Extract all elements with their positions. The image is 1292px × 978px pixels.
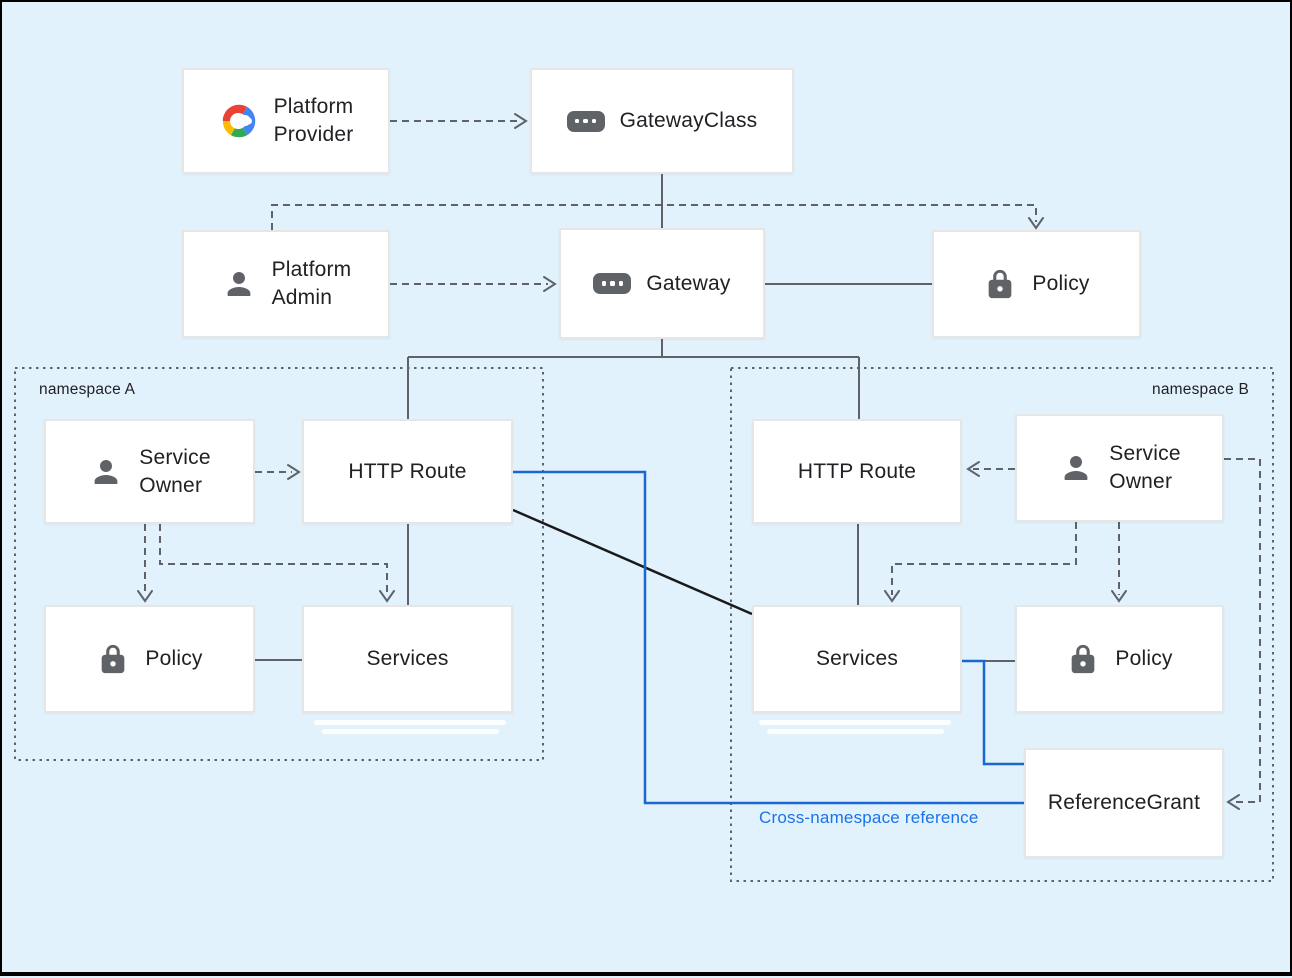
namespace-b-label: namespace B — [1152, 381, 1249, 398]
node-service-owner-b: Service Owner — [1015, 414, 1224, 522]
arrowhead-gateway — [543, 276, 557, 292]
services-b-stack-bar — [759, 720, 951, 725]
link-httproute-a-services-b — [512, 508, 753, 616]
arrowhead-policy-top — [1028, 217, 1044, 230]
node-policy-b: Policy — [1015, 605, 1224, 713]
arrowhead-policy-a — [137, 590, 153, 603]
namespace-a-label: namespace A — [39, 381, 136, 398]
node-label: Services — [815, 647, 899, 671]
node-label: Service Owner — [1109, 442, 1181, 493]
arrowhead-services-b — [884, 590, 900, 603]
services-a-stack-bar — [314, 720, 506, 725]
resource-icon — [593, 273, 632, 294]
dashed-admin-policy — [271, 204, 1037, 230]
arrowhead-httproute-a — [287, 464, 301, 480]
blue-link-httproute-a-referencegrant — [513, 470, 1024, 805]
blue-link-services-b-referencegrant — [962, 659, 1024, 766]
lock-icon — [983, 267, 1017, 301]
node-label: Gateway — [646, 271, 731, 295]
node-label: Service Owner — [139, 445, 211, 497]
node-http-route-a: HTTP Route — [302, 419, 513, 524]
node-gateway: Gateway — [559, 228, 765, 339]
node-http-route-b: HTTP Route — [752, 419, 962, 524]
node-label: Policy — [1115, 647, 1173, 671]
node-label: Platform Provider — [273, 95, 354, 146]
node-label: ReferenceGrant — [1047, 791, 1201, 815]
namespace-a-border — [14, 367, 544, 761]
node-label: HTTP Route — [348, 459, 467, 483]
dashed-owner-a-services-a — [159, 524, 388, 595]
dashed-owner-b-services-b — [891, 522, 1077, 595]
node-policy-a: Policy — [44, 605, 255, 713]
node-policy-top: Policy — [932, 230, 1141, 338]
arrowhead-referencegrant — [1226, 794, 1240, 810]
arrowhead-gatewayclass — [514, 113, 528, 129]
node-label: Policy — [1032, 272, 1090, 296]
resource-icon — [566, 110, 605, 132]
arrowhead-policy-b — [1111, 590, 1127, 603]
node-label: Platform Admin — [271, 258, 352, 309]
node-label: Services — [366, 647, 449, 671]
node-services-b: Services — [752, 605, 962, 713]
google-cloud-icon — [219, 101, 259, 141]
services-b-stack-bar — [767, 729, 944, 734]
services-a-stack-bar — [322, 729, 499, 734]
node-services-a: Services — [302, 605, 513, 713]
node-platform-provider: Platform Provider — [182, 68, 390, 174]
node-label: Policy — [145, 647, 203, 671]
node-gatewayclass: GatewayClass — [530, 68, 794, 174]
person-icon — [221, 266, 257, 302]
link-gateway-httproutes — [407, 339, 860, 419]
dashed-owner-b-referencegrant — [1224, 458, 1261, 803]
cross-namespace-reference-label: Cross-namespace reference — [759, 808, 979, 827]
person-icon — [1058, 450, 1094, 486]
node-reference-grant: ReferenceGrant — [1024, 748, 1224, 858]
node-label: HTTP Route — [797, 459, 917, 483]
arrowhead-services-a — [379, 590, 395, 603]
person-icon — [88, 454, 124, 490]
lock-icon — [96, 642, 130, 676]
namespace-b-border — [730, 367, 1274, 882]
node-service-owner-a: Service Owner — [44, 419, 255, 524]
node-label: GatewayClass — [619, 109, 758, 133]
lock-icon — [1066, 642, 1100, 676]
arrowhead-httproute-b — [966, 461, 980, 477]
node-platform-admin: Platform Admin — [182, 230, 390, 338]
